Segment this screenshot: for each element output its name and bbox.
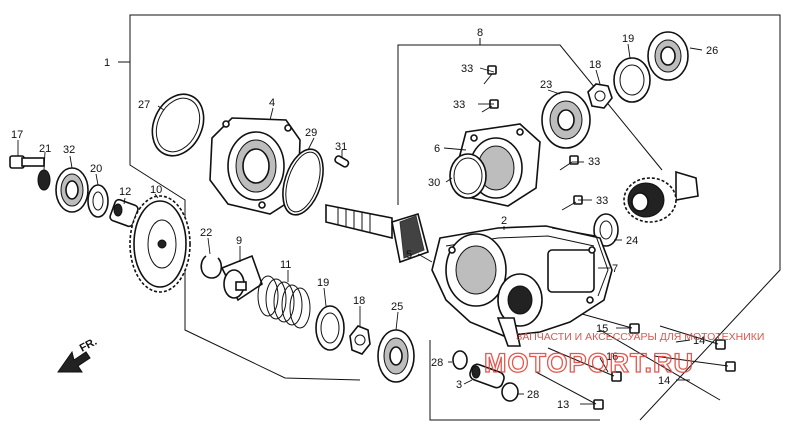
gear-case-5 xyxy=(431,225,613,347)
shim-19 xyxy=(315,305,345,351)
callout-33-a: 33 xyxy=(461,63,473,75)
callout-17: 17 xyxy=(11,129,23,141)
ring-gear xyxy=(623,170,699,223)
callout-1: 1 xyxy=(104,57,110,69)
bolt-14-upper xyxy=(659,325,726,350)
callout-14-lower: 14 xyxy=(658,375,670,387)
callout-19-upper: 19 xyxy=(622,33,634,45)
callout-4: 4 xyxy=(269,97,275,109)
o-ring-28-lower xyxy=(501,382,519,402)
callout-13: 13 xyxy=(557,399,569,411)
callout-29: 29 xyxy=(305,127,317,139)
o-ring-29 xyxy=(282,148,324,216)
bearing-32 xyxy=(55,167,89,213)
callout-10: 10 xyxy=(150,184,162,196)
callout-28-lower: 28 xyxy=(527,389,539,401)
callout-2: 2 xyxy=(501,215,507,227)
watermark-tagline: ЗАПЧАСТИ И АКСЕССУАРЫ ДЛЯ МОТОТЕХНИКИ xyxy=(516,331,764,343)
callout-14-upper: 14 xyxy=(693,335,705,347)
callout-11: 11 xyxy=(280,259,291,271)
nut-18-upper xyxy=(587,83,613,109)
bolt-15 xyxy=(581,313,640,334)
callout-33-c: 33 xyxy=(588,156,600,168)
callout-15: 15 xyxy=(596,323,608,335)
callout-19-lower: 19 xyxy=(317,277,329,289)
callout-31: 31 xyxy=(335,141,347,153)
callout-33-d: 33 xyxy=(596,195,608,207)
callout-9: 9 xyxy=(236,235,242,247)
leader-lines xyxy=(17,43,703,405)
callout-5: 5 xyxy=(406,249,412,261)
callout-18-upper: 18 xyxy=(589,59,601,71)
bolt-17 xyxy=(9,155,45,169)
collar-12 xyxy=(109,198,139,228)
pinion-shaft xyxy=(325,204,429,264)
callout-32: 32 xyxy=(63,144,75,156)
watermark-logo: MOTOPORT.RU xyxy=(484,348,694,378)
callout-28-upper: 28 xyxy=(431,357,443,369)
callout-3: 3 xyxy=(456,379,462,391)
callout-18-lower: 18 xyxy=(353,295,365,307)
callout-24: 24 xyxy=(626,235,638,247)
callout-20: 20 xyxy=(90,163,102,175)
callout-33-b: 33 xyxy=(453,99,465,111)
shim-19-upper xyxy=(613,57,651,103)
callout-27: 27 xyxy=(138,99,150,111)
bolt-33-a xyxy=(483,65,497,85)
callout-23: 23 xyxy=(540,79,552,91)
washer-21 xyxy=(37,169,51,191)
nut-18 xyxy=(349,325,371,355)
part-callouts: 1 27 4 29 31 17 21 32 20 12 10 22 9 11 1… xyxy=(11,27,718,411)
gasket-7 xyxy=(551,227,609,297)
seal-20 xyxy=(87,184,109,218)
o-ring-27 xyxy=(151,93,205,157)
bearing-holder-4 xyxy=(209,117,301,215)
circlip-22 xyxy=(200,255,223,279)
front-direction-arrow: FR. xyxy=(57,336,99,373)
sleeve-3 xyxy=(469,363,505,389)
bolt-13 xyxy=(535,371,604,410)
assembly-frame-8 xyxy=(397,38,663,205)
callout-30: 30 xyxy=(428,177,440,189)
o-ring-30 xyxy=(449,153,487,199)
callout-26: 26 xyxy=(706,45,718,57)
cam-9 xyxy=(220,254,263,302)
callout-22: 22 xyxy=(200,227,212,239)
callout-7: 7 xyxy=(612,263,618,275)
watermark-stamp: ЗАПЧАСТИ И АКСЕССУАРЫ ДЛЯ МОТОТЕХНИКИ MO… xyxy=(483,331,764,379)
bolt-14-lower xyxy=(653,355,736,372)
bearing-23 xyxy=(541,91,591,149)
o-ring-28-upper xyxy=(452,350,468,370)
callout-6: 6 xyxy=(434,143,440,155)
callout-21: 21 xyxy=(39,143,51,155)
dowel-pin-31 xyxy=(334,155,350,168)
callout-8: 8 xyxy=(477,27,483,39)
driven-gear-10 xyxy=(129,195,191,293)
callout-16: 16 xyxy=(606,351,618,363)
callout-12: 12 xyxy=(119,186,131,198)
bolt-33-d xyxy=(561,195,583,211)
assembly-frame-bolts xyxy=(429,329,721,421)
callout-25: 25 xyxy=(391,301,403,313)
bolt-33-b xyxy=(481,99,499,113)
bearing-25 xyxy=(377,329,415,383)
bolt-16 xyxy=(547,347,622,382)
bolt-33-c xyxy=(559,155,579,171)
seal-26 xyxy=(647,31,689,81)
spring-11 xyxy=(257,275,311,329)
direction-label: FR. xyxy=(78,336,99,355)
